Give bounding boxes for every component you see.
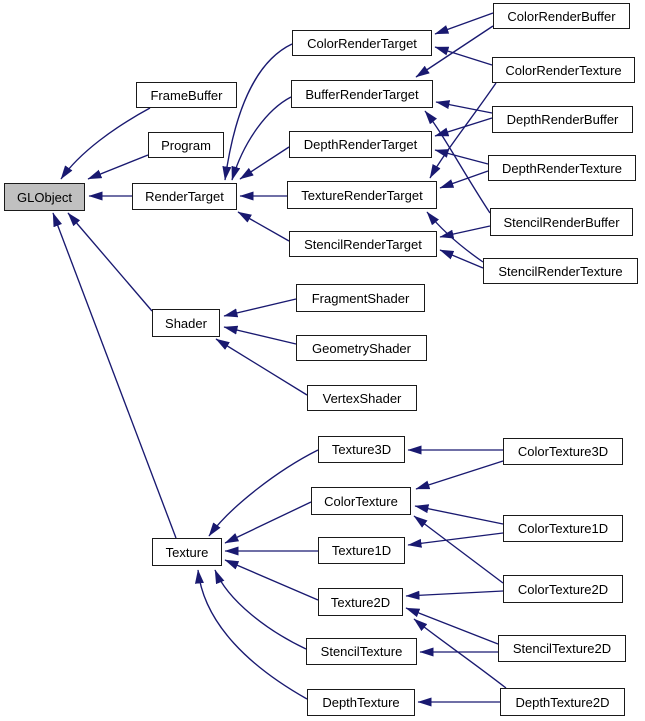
edge-ColorRenderBuffer-to-ColorRenderTarget xyxy=(434,12,494,35)
node-FragmentShader[interactable]: FragmentShader xyxy=(296,284,425,312)
node-StencilTexture[interactable]: StencilTexture xyxy=(306,638,417,665)
node-label: Program xyxy=(161,137,211,153)
edge-StencilTexture-to-Texture xyxy=(214,569,307,650)
node-Texture1D[interactable]: Texture1D xyxy=(318,537,405,564)
node-ColorTexture2D[interactable]: ColorTexture2D xyxy=(503,575,623,603)
node-label: FragmentShader xyxy=(311,290,410,306)
edge-ColorTexture3D-to-ColorTexture xyxy=(415,460,504,490)
node-ColorRenderTexture[interactable]: ColorRenderTexture xyxy=(492,57,635,83)
edge-DepthRenderTarget-to-RenderTarget xyxy=(239,146,290,180)
edge-DepthRenderBuffer-to-DepthRenderTarget xyxy=(434,117,493,137)
edge-ColorTexture1D-to-ColorTexture xyxy=(414,504,504,525)
edge-DepthRenderBuffer-to-BufferRenderTarget xyxy=(435,100,493,114)
node-label: Texture1D xyxy=(331,543,392,558)
edge-ColorRenderTarget-to-RenderTarget xyxy=(222,43,293,181)
edge-Texture3D-to-Texture xyxy=(208,449,319,537)
edge-StencilRenderBuffer-to-BufferRenderTarget xyxy=(424,110,491,214)
node-Shader[interactable]: Shader xyxy=(152,309,220,337)
node-label: VertexShader xyxy=(322,390,402,406)
node-label: StencilRenderTarget xyxy=(304,236,422,252)
node-ColorTexture1D[interactable]: ColorTexture1D xyxy=(503,515,623,542)
edge-ColorRenderTexture-to-ColorRenderTarget xyxy=(434,46,493,66)
node-label: DepthRenderBuffer xyxy=(506,112,619,127)
node-DepthRenderTexture[interactable]: DepthRenderTexture xyxy=(488,155,636,181)
edge-FrameBuffer-to-GLObject xyxy=(60,107,151,180)
node-label: FrameBuffer xyxy=(150,87,223,103)
node-label: GLObject xyxy=(17,189,72,205)
node-DepthRenderBuffer[interactable]: DepthRenderBuffer xyxy=(492,106,633,133)
node-label: TextureRenderTarget xyxy=(301,187,423,203)
node-label: StencilTexture xyxy=(320,644,403,659)
node-RenderTarget[interactable]: RenderTarget xyxy=(132,183,237,210)
edge-DepthRenderTexture-to-DepthRenderTarget xyxy=(434,149,489,165)
node-GLObject: GLObject xyxy=(4,183,85,211)
edge-StencilRenderTarget-to-RenderTarget xyxy=(237,211,290,242)
node-DepthRenderTarget[interactable]: DepthRenderTarget xyxy=(289,131,432,158)
node-StencilRenderTexture[interactable]: StencilRenderTexture xyxy=(483,258,638,284)
node-label: BufferRenderTarget xyxy=(305,86,419,102)
node-label: Texture xyxy=(165,544,209,560)
node-StencilRenderBuffer[interactable]: StencilRenderBuffer xyxy=(490,208,633,236)
node-label: StencilTexture2D xyxy=(512,641,612,656)
node-label: DepthTexture xyxy=(322,695,400,710)
edge-Texture-to-GLObject xyxy=(52,212,177,539)
node-ColorRenderTarget[interactable]: ColorRenderTarget xyxy=(292,30,432,56)
edge-BufferRenderTarget-to-RenderTarget xyxy=(231,96,292,181)
node-label: ColorTexture1D xyxy=(517,521,609,536)
node-DepthTexture[interactable]: DepthTexture xyxy=(307,689,415,716)
edge-ColorTexture1D-to-Texture1D xyxy=(407,532,504,548)
edge-Program-to-GLObject xyxy=(87,154,149,180)
edge-FragmentShader-to-Shader xyxy=(223,298,297,318)
node-StencilRenderTarget[interactable]: StencilRenderTarget xyxy=(289,231,437,257)
node-GeometryShader[interactable]: GeometryShader xyxy=(296,335,427,361)
node-label: GeometryShader xyxy=(312,340,411,356)
node-Program[interactable]: Program xyxy=(148,132,224,158)
edge-StencilRenderTexture-to-StencilRenderTarget xyxy=(439,249,484,269)
edge-ColorRenderTexture-to-TextureRenderTarget xyxy=(429,82,497,179)
node-label: ColorTexture3D xyxy=(517,444,609,459)
edge-ColorRenderBuffer-to-BufferRenderTarget xyxy=(415,25,494,78)
node-ColorTexture3D[interactable]: ColorTexture3D xyxy=(503,438,623,465)
edge-VertexShader-to-Shader xyxy=(215,338,308,396)
edge-DepthTexture-to-Texture xyxy=(195,569,308,700)
node-label: ColorTexture2D xyxy=(517,581,609,597)
node-label: ColorRenderTexture xyxy=(505,62,622,78)
edge-DepthTexture2D-to-Texture2D xyxy=(413,618,507,689)
edge-ColorTexture2D-to-ColorTexture xyxy=(413,515,504,584)
node-BufferRenderTarget[interactable]: BufferRenderTarget xyxy=(291,80,433,108)
edge-ColorTexture-to-Texture xyxy=(224,501,312,544)
node-label: StencilRenderBuffer xyxy=(503,214,620,230)
node-label: ColorRenderBuffer xyxy=(507,8,616,24)
node-VertexShader[interactable]: VertexShader xyxy=(307,385,417,411)
node-label: DepthRenderTexture xyxy=(502,160,622,176)
node-label: DepthRenderTarget xyxy=(303,137,418,152)
edge-DepthRenderTexture-to-TextureRenderTarget xyxy=(439,170,489,189)
edge-Shader-to-GLObject xyxy=(67,212,153,312)
node-label: ColorTexture xyxy=(324,493,398,509)
node-label: ColorRenderTarget xyxy=(307,35,417,51)
edge-StencilRenderBuffer-to-StencilRenderTarget xyxy=(439,225,491,239)
node-label: RenderTarget xyxy=(145,189,224,204)
edge-ColorTexture2D-to-Texture2D xyxy=(405,590,504,600)
edge-StencilRenderTexture-to-TextureRenderTarget xyxy=(426,211,484,263)
node-StencilTexture2D[interactable]: StencilTexture2D xyxy=(498,635,626,662)
node-DepthTexture2D[interactable]: DepthTexture2D xyxy=(500,688,625,716)
node-label: DepthTexture2D xyxy=(515,694,610,710)
edge-StencilTexture2D-to-Texture2D xyxy=(405,607,499,645)
node-Texture[interactable]: Texture xyxy=(152,538,222,566)
node-ColorTexture[interactable]: ColorTexture xyxy=(311,487,411,515)
node-TextureRenderTarget[interactable]: TextureRenderTarget xyxy=(287,181,437,209)
node-FrameBuffer[interactable]: FrameBuffer xyxy=(136,82,237,108)
node-Texture2D[interactable]: Texture2D xyxy=(318,588,403,616)
node-label: Texture2D xyxy=(330,594,391,610)
edge-GeometryShader-to-Shader xyxy=(223,325,297,345)
edge-Texture2D-to-Texture xyxy=(224,559,319,601)
node-label: Texture3D xyxy=(331,442,392,457)
node-ColorRenderBuffer[interactable]: ColorRenderBuffer xyxy=(493,3,630,29)
node-label: Shader xyxy=(165,315,207,331)
node-Texture3D[interactable]: Texture3D xyxy=(318,436,405,463)
node-label: StencilRenderTexture xyxy=(498,263,623,279)
